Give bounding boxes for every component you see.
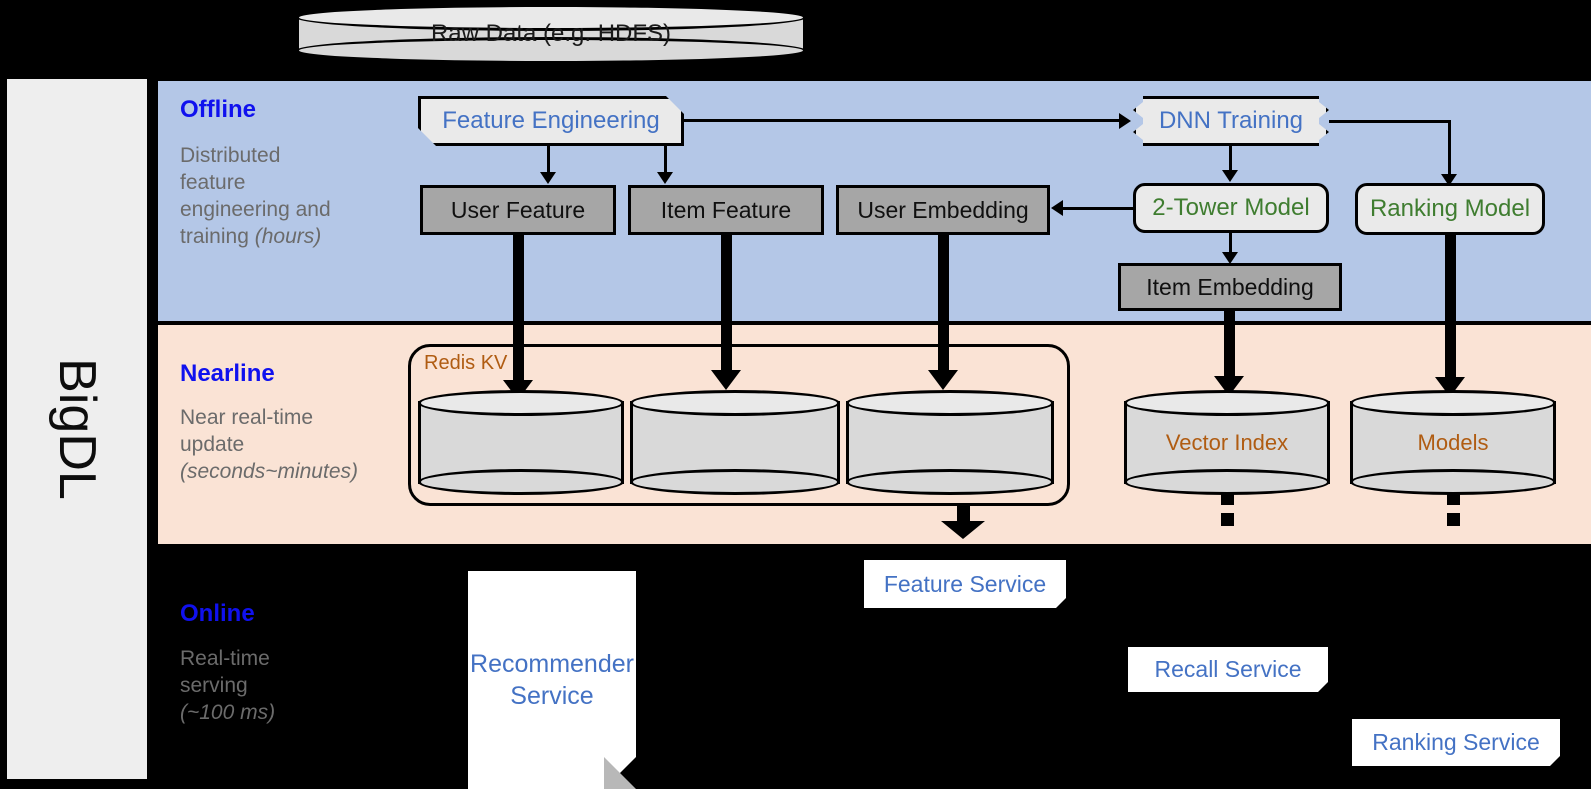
bigdl-framework-rail: BigDL (5, 77, 149, 781)
arrowhead-userembedding-store (928, 370, 958, 390)
online-band-title: Online (180, 600, 255, 627)
offline-subtitle-l2: feature (180, 170, 246, 194)
store-user-feature-label (418, 390, 624, 495)
user-feature-box[interactable]: User Feature (420, 185, 616, 235)
feature-engineering-box[interactable]: Feature Engineering (418, 96, 684, 146)
recommender-service-label-l2: Service (510, 682, 594, 710)
ranking-model-box[interactable]: Ranking Model (1355, 183, 1545, 235)
connector-vectorindex-recall-a (1221, 492, 1234, 505)
connector-fe-itemfeature (664, 146, 667, 174)
offline-subtitle-l1: Distributed (180, 144, 281, 167)
ranking-service-label: Ranking Service (1372, 729, 1540, 755)
connector-twotower-itemembedding (1229, 233, 1232, 259)
offline-subtitle-l3: engineering and (180, 197, 331, 221)
ranking-service-doc[interactable]: Ranking Service (1352, 719, 1560, 766)
connector-dnn-ranking-v (1448, 120, 1451, 178)
store-user-embedding-label (846, 390, 1054, 495)
store-item-feature-label (630, 390, 840, 495)
two-tower-model-label: 2-Tower Model (1152, 194, 1310, 221)
user-embedding-label: User Embedding (857, 196, 1029, 223)
nearline-subtitle-l1: Near real-time (180, 406, 314, 429)
connector-models-ranking-a (1447, 492, 1460, 505)
item-embedding-label: Item Embedding (1146, 273, 1314, 300)
nearline-band-title: Nearline (180, 360, 275, 387)
offline-band-subtitle: Distributed feature engineering and trai… (180, 143, 350, 251)
arrowhead-twotower-userembedding (1051, 200, 1063, 216)
connector-dnn-twotower (1229, 146, 1232, 174)
cylinder-top (1124, 390, 1330, 416)
connector-store-featureservice (957, 505, 970, 523)
arrowhead-fe-userfeature (540, 172, 556, 184)
bigdl-label: BigDL (48, 358, 107, 500)
models-cylinder[interactable]: Models (1350, 390, 1556, 495)
online-band-subtitle: Real-time serving (~100 ms) (180, 646, 410, 727)
item-feature-label: Item Feature (660, 196, 792, 223)
offline-subtitle-l4: training (180, 224, 255, 248)
cylinder-top (296, 4, 806, 31)
cylinder-top (630, 390, 840, 416)
raw-data-label: Raw Data (e.g. HDFS) (430, 20, 672, 47)
connector-dnn-ranking-h (1329, 120, 1451, 123)
vector-index-label: Vector Index (1165, 429, 1289, 455)
arrowhead-twotower-itemembedding (1222, 252, 1238, 264)
pipe-userfeature-store (513, 235, 524, 390)
arrowhead-dnn-twotower (1222, 170, 1238, 182)
arrowhead-rawdata-fe (542, 62, 570, 80)
nearline-band-subtitle: Near real-time update (seconds~minutes) (180, 405, 410, 486)
redis-kv-container (408, 344, 1070, 506)
offline-subtitle-italic: (hours) (254, 224, 322, 248)
recall-service-label: Recall Service (1154, 656, 1302, 682)
models-label: Models (1417, 429, 1489, 455)
recommender-service-label-l1: Recommender (470, 649, 634, 678)
item-embedding-box[interactable]: Item Embedding (1118, 263, 1342, 311)
vector-index-cylinder[interactable]: Vector Index (1124, 390, 1330, 495)
ranking-model-label: Ranking Model (1369, 195, 1531, 222)
connector-twotower-userembedding (1063, 207, 1133, 210)
store-item-feature-cylinder[interactable] (630, 390, 840, 495)
item-feature-box[interactable]: Item Feature (628, 185, 824, 235)
pipe-itemfeature-store (721, 235, 732, 380)
online-subtitle-l1: Real-time (180, 647, 270, 670)
recommender-service-doc[interactable]: Recommender Service (468, 571, 636, 789)
user-feature-label: User Feature (450, 196, 586, 223)
arrowhead-store-featureservice (941, 521, 985, 539)
cylinder-bottom (630, 469, 840, 495)
connector-vectorindex-recall-b (1221, 513, 1234, 526)
store-user-feature-cylinder[interactable] (418, 390, 624, 495)
recall-service-doc[interactable]: Recall Service (1128, 647, 1328, 692)
arrowhead-fe-itemfeature (657, 172, 673, 184)
pipe-userembedding-store (938, 235, 949, 380)
store-user-embedding-cylinder[interactable] (846, 390, 1054, 495)
two-tower-model-box[interactable]: 2-Tower Model (1133, 183, 1329, 233)
user-embedding-box[interactable]: User Embedding (836, 185, 1050, 235)
nearline-subtitle-l2: update (180, 432, 245, 456)
offline-band-title: Offline (180, 96, 256, 123)
feature-service-doc[interactable]: Feature Service (864, 560, 1066, 608)
dnn-training-box[interactable]: DNN Training (1133, 96, 1329, 146)
online-subtitle-italic: (~100 ms) (180, 700, 276, 724)
connector-fe-dnn (684, 119, 1119, 122)
online-subtitle-l2: serving (180, 673, 248, 697)
cylinder-top (1350, 390, 1556, 416)
arrowhead-itemfeature-store (711, 370, 741, 390)
feature-service-label: Feature Service (883, 570, 1047, 597)
nearline-subtitle-italic: (seconds~minutes) (180, 459, 358, 483)
cylinder-top (418, 390, 624, 416)
connector-fe-userfeature (547, 146, 550, 174)
redis-kv-label: Redis KV (424, 352, 508, 374)
dnn-training-label: DNN Training (1158, 107, 1304, 134)
pipe-itemembedding-vectorindex (1224, 311, 1235, 386)
raw-data-cylinder: Raw Data (e.g. HDFS) (296, 4, 806, 64)
pipe-rankingmodel-models (1445, 235, 1456, 387)
arrowhead-fe-dnn (1119, 113, 1131, 129)
cylinder-bottom (846, 469, 1054, 495)
feature-engineering-label: Feature Engineering (442, 107, 660, 134)
cylinder-top (846, 390, 1054, 416)
connector-models-ranking-b (1447, 513, 1460, 526)
cylinder-bottom (418, 469, 624, 495)
